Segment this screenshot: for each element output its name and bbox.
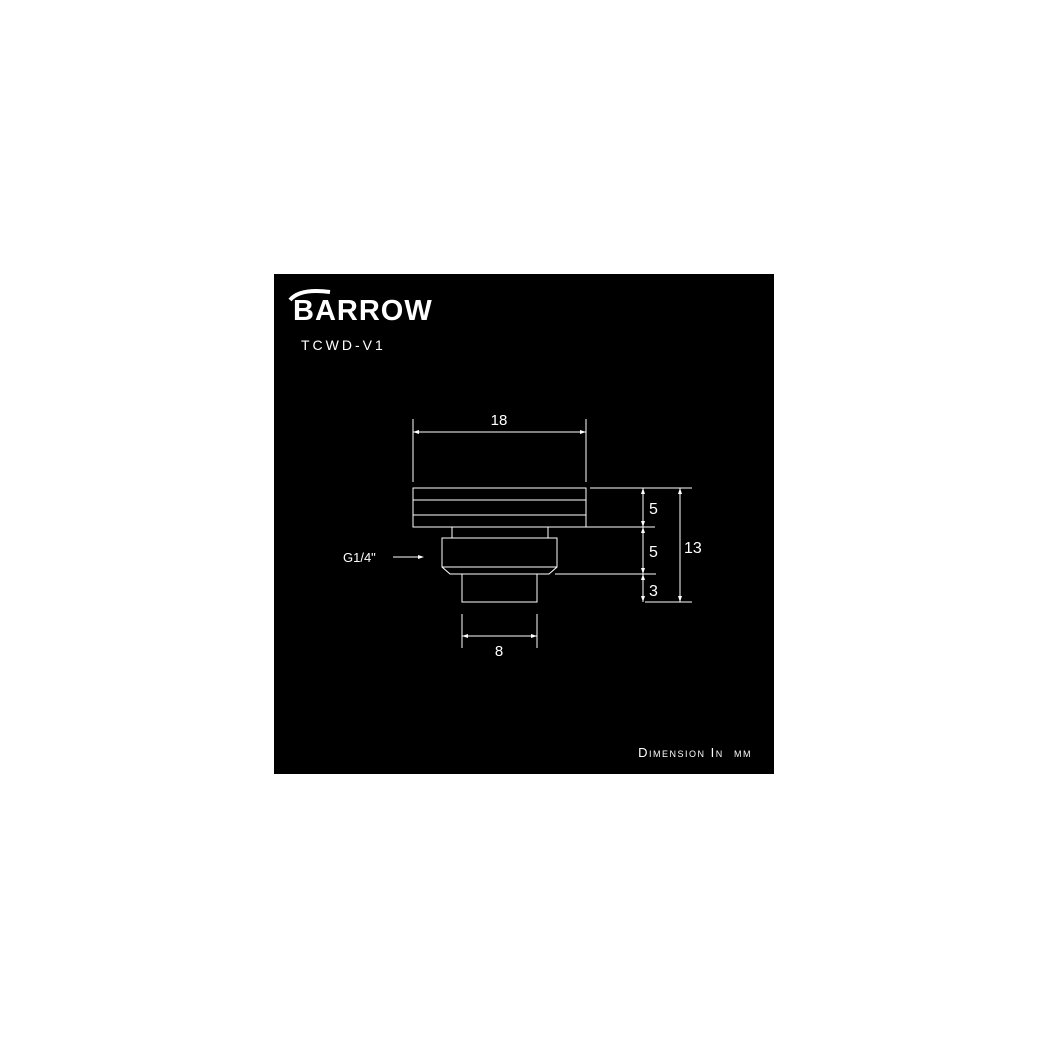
units-label: Dimension In mm: [638, 745, 752, 760]
total-height-label: 13: [684, 540, 702, 557]
barrow-logo: BARROW: [288, 289, 433, 327]
fitting-drawing: [412, 487, 587, 603]
thread-callout: G1/4": [343, 550, 424, 565]
thread-height-label: 5: [649, 544, 658, 561]
arrow-right-icon: [418, 555, 424, 559]
tip-height-label: 3: [649, 583, 658, 600]
knurl-height-label: 5: [649, 501, 658, 518]
knurled-cap: [412, 487, 587, 528]
logo-text: BARROW: [293, 295, 433, 327]
diagram-panel: [274, 274, 774, 774]
bottom-width-label: 8: [495, 643, 503, 660]
thread-label: G1/4": [343, 550, 376, 565]
model-name: TCWD-V1: [301, 337, 386, 353]
neck: [451, 527, 549, 538]
tip-section: [461, 573, 538, 603]
dimension-top-width: 18: [412, 412, 587, 482]
thread-section: [441, 537, 558, 575]
top-width-label: 18: [491, 412, 508, 429]
dimension-bottom-width: 8: [461, 614, 538, 660]
dimension-heights: 5 5 3 13: [555, 487, 702, 603]
logo-swoosh-icon: [288, 289, 331, 302]
